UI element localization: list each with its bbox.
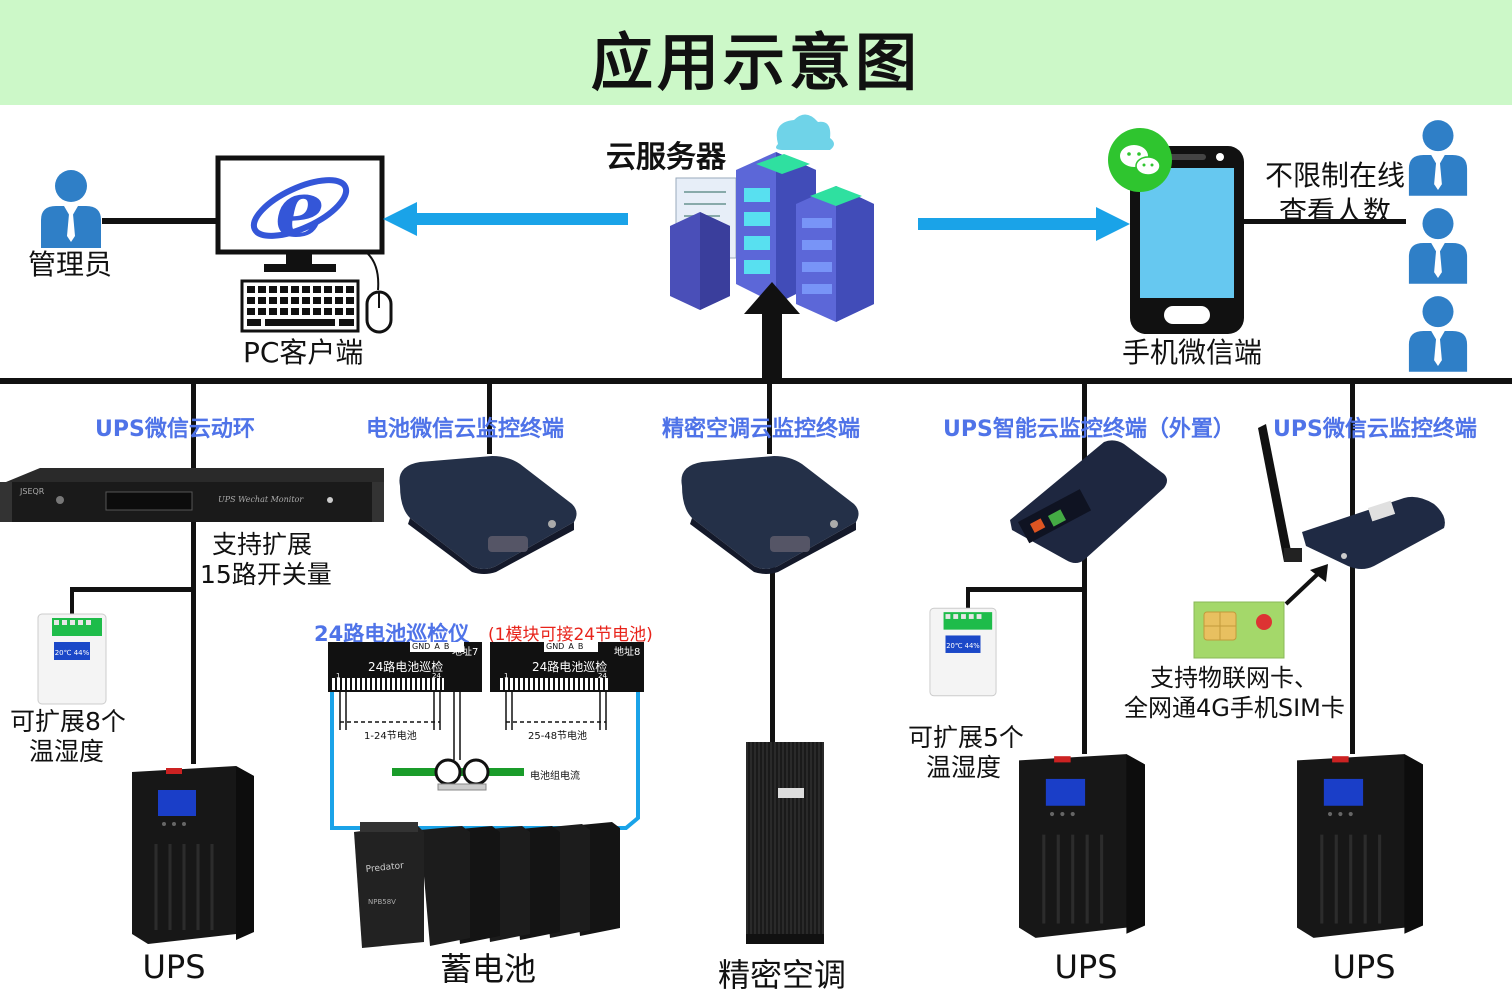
viewer-person-icon [1408,120,1468,196]
temp-humidity-sensor-icon: 20℃ 44% [929,607,997,697]
sensor-branch-left-h [70,587,194,592]
sim-note-line2: 全网通4G手机SIM卡 [1124,694,1345,722]
phone-icon [1108,128,1244,334]
expand-8-line2: 温湿度 [29,737,105,766]
pin-a: A [434,642,440,651]
pin-b: B [577,642,584,651]
expand-15-line2: 15路开关量 [200,560,332,589]
svg-text:Predator: Predator [365,861,404,875]
expand-5-line2: 温湿度 [926,753,1002,782]
temp-humidity-sensor-icon: 20℃ 44% [37,613,107,705]
viewers-link-line [1242,219,1406,224]
battery-inspector-note: (1模块可接24节电池) [488,625,653,645]
keyboard-icon [240,279,360,333]
sim-card-icon [1193,601,1285,659]
module1-name: 24路电池巡检 [368,660,444,674]
module1-addr: 地址7 [452,647,479,658]
sensor-branch-right-h [966,587,1084,592]
module2-tick-end: 24 [598,672,607,680]
precision-aircon-icon [746,742,824,944]
arrow-up-to-cloud [744,282,800,382]
phone-wechat-label: 手机微信端 [1122,336,1263,369]
admin-link-line [102,218,220,224]
inspector-wiring [330,692,640,830]
module2-tick-start: 1 [504,672,509,680]
device-label-ups-smart-ext: UPS智能云监控终端（外置） [943,417,1235,442]
ups-label-3: UPS [1332,948,1396,986]
page-title: 应用示意图 [590,26,921,99]
ups-wechat-terminal-with-antenna-icon [1258,424,1445,569]
module1-terminal-strip [332,678,444,690]
pin-a: A [568,642,574,651]
range-label-2: 25-48节电池 [528,731,588,742]
drop-line-battery-terminal [487,384,492,454]
sensor-branch-right-v [966,587,970,613]
svg-text:JSEQR: JSEQR [19,487,45,496]
module2-terminal-strip [500,678,610,690]
device-label-aircon-terminal: 精密空调云监控终端 [662,417,861,442]
device-label-ups-wechat-terminal: UPS微信云监控终端 [1273,417,1477,442]
svg-text:20℃ 44%: 20℃ 44% [55,649,90,657]
ups-tower-icon [1019,754,1145,938]
svg-text:NPB58V: NPB58V [368,898,396,906]
expand-15-line1: 支持扩展 [212,530,313,559]
battery-bank-icon: Predator NPB58V [354,822,620,948]
battery-label: 蓄电池 [439,950,536,988]
svg-text:20℃ 44%: 20℃ 44% [946,642,980,650]
aircon-label: 精密空调 [717,956,846,994]
title-banner [0,0,1512,105]
ups-tower-icon [1297,754,1423,938]
sim-note-line1: 支持物联网卡、 [1150,664,1318,692]
unlimited-viewers-line2: 查看人数 [1278,195,1391,228]
admin-label: 管理员 [28,248,113,281]
ups-label-2: UPS [1054,948,1118,986]
inspector-module-2: GND A B 地址8 24路电池巡检 1 24 [490,642,644,692]
viewer-person-icon [1408,208,1468,284]
drop-line-ups-ext [1082,384,1087,754]
expand-8-line1: 可扩展8个 [10,707,126,736]
device-label-battery-terminal: 电池微信云监控终端 [366,417,565,442]
network-bus-line [0,378,1512,384]
rack-unit-icon: JSEQR UPS Wechat Monitor [0,468,384,522]
viewer-person-icon [1408,296,1468,372]
device-label-ups-wechat-env: UPS微信云动环 [95,417,255,442]
drop-line-ups1 [191,384,196,764]
pc-client-label: PC客户端 [243,336,364,369]
admin-person-icon [41,170,101,248]
cloud-server-icon [670,114,874,322]
battery-current-label: 电池组电流 [530,771,580,782]
drop-line-ups-wechat [1350,384,1355,754]
ups-ext-terminal-device-icon [1010,440,1167,563]
expand-5-line1: 可扩展5个 [908,723,1024,752]
ups-label-1: UPS [142,948,206,986]
module1-pins: GND A B [410,642,464,652]
svg-text:e: e [275,164,325,255]
pin-gnd: GND [412,642,431,651]
range-label-1: 1-24节电池 [364,731,417,742]
module2-name: 24路电池巡检 [532,660,608,674]
sensor-branch-left-v [70,587,74,619]
arrow-to-phone [918,207,1130,241]
arrow-to-pc [383,202,628,236]
mouse-icon [365,251,393,334]
cloud-server-label: 云服务器 [606,140,726,175]
pin-gnd: GND [546,642,565,651]
ups-tower-icon [132,766,254,944]
svg-text:UPS Wechat Monitor: UPS Wechat Monitor [218,495,304,504]
module1-tick-end: 24 [432,672,441,680]
drop-line-aircon [770,562,775,742]
unlimited-viewers-line1: 不限制在线 [1264,159,1405,192]
pc-monitor-icon: e [215,155,385,272]
sim-arrow [1284,564,1328,606]
drop-line-aircon-terminal [767,384,772,454]
module1-tick-start: 1 [336,672,341,680]
pin-b: B [443,642,450,651]
module2-addr: 地址8 [614,647,641,658]
module2-pins: GND A B [544,642,598,652]
aircon-terminal-device-icon [681,456,859,574]
battery-terminal-device-icon [399,456,577,574]
inspector-module-1: GND A B 地址7 24路电池巡检 1 24 [328,642,482,692]
